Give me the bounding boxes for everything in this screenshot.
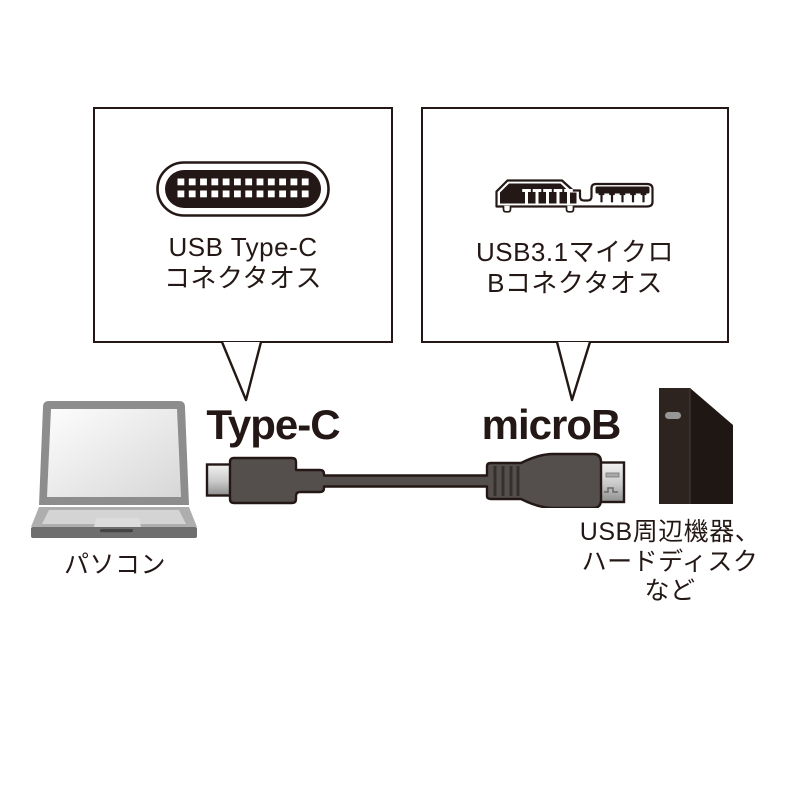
micro-b-plug-tip [597, 461, 626, 504]
type-c-label: Type-C [206, 401, 340, 448]
peripheral-label-line2: ハードディスク [581, 547, 759, 576]
peripheral-label: USB周辺機器、 ハードディスク など [565, 518, 775, 607]
type-c-callout-box: USB Type-C コネクタオス [93, 107, 393, 343]
cable-body [228, 452, 603, 508]
micro-b-label: microB [481, 401, 622, 448]
type-c-callout-line2: コネクタオス [164, 263, 322, 293]
peripheral-label-line3: など [644, 577, 696, 605]
strain-relief-ridges [493, 466, 520, 496]
micro-b-callout-tail [555, 342, 592, 402]
laptop-icon [31, 401, 197, 538]
type-c-callout-tail [220, 342, 263, 402]
computer-label: パソコン [63, 551, 166, 579]
usb-cable [205, 452, 626, 508]
usb3-micro-b-port-icon [495, 179, 654, 213]
usb-type-c-port-icon [156, 161, 330, 217]
hdd-led [665, 412, 681, 419]
micro-b-callout-line2: Bコネクタオス [487, 268, 663, 298]
micro-b-callout-line1: USB3.1マイクロ [475, 237, 675, 267]
peripheral-label-line1: USB周辺機器、 [579, 518, 761, 546]
external-hdd-icon [659, 388, 733, 504]
type-c-callout-line1: USB Type-C [168, 232, 318, 262]
micro-b-callout-box: USB3.1マイクロ Bコネクタオス [421, 107, 729, 343]
